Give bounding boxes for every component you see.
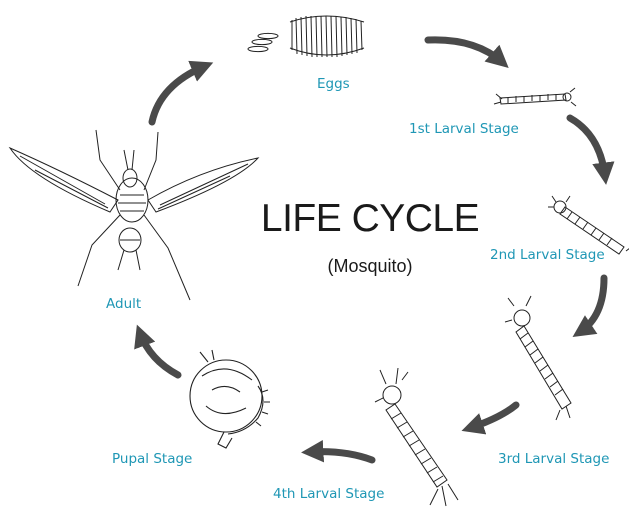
arrow-larva4-to-pupa bbox=[310, 452, 372, 460]
stage-label-larva2: 2nd Larval Stage bbox=[490, 247, 605, 263]
diagram-title: LIFE CYCLE bbox=[250, 197, 490, 241]
arrow-larva3-to-larva4 bbox=[470, 405, 516, 428]
stage-label-larva4: 4th Larval Stage bbox=[273, 486, 384, 502]
stage-label-adult: Adult bbox=[106, 296, 141, 312]
arrow-adult-to-eggs bbox=[152, 66, 205, 122]
stage-label-pupa: Pupal Stage bbox=[112, 451, 192, 467]
diagram-subtitle: (Mosquito) bbox=[250, 256, 490, 277]
eggs-illustration bbox=[248, 16, 364, 57]
stage-label-larva1: 1st Larval Stage bbox=[409, 121, 519, 137]
arrow-larva1-to-larva2 bbox=[570, 118, 605, 176]
stage-label-larva3: 3rd Larval Stage bbox=[498, 451, 609, 467]
pupa-illustration bbox=[190, 350, 270, 448]
larva3-illustration bbox=[505, 296, 571, 420]
arrow-eggs-to-larva1 bbox=[428, 40, 502, 62]
arrow-pupa-to-adult bbox=[140, 333, 178, 375]
larva2-illustration bbox=[548, 196, 629, 254]
larva1-illustration bbox=[494, 88, 576, 106]
arrow-larva2-to-larva3 bbox=[580, 278, 604, 332]
larva4-illustration bbox=[375, 368, 458, 506]
stage-label-eggs: Eggs bbox=[317, 76, 350, 92]
adult-illustration bbox=[10, 130, 258, 300]
